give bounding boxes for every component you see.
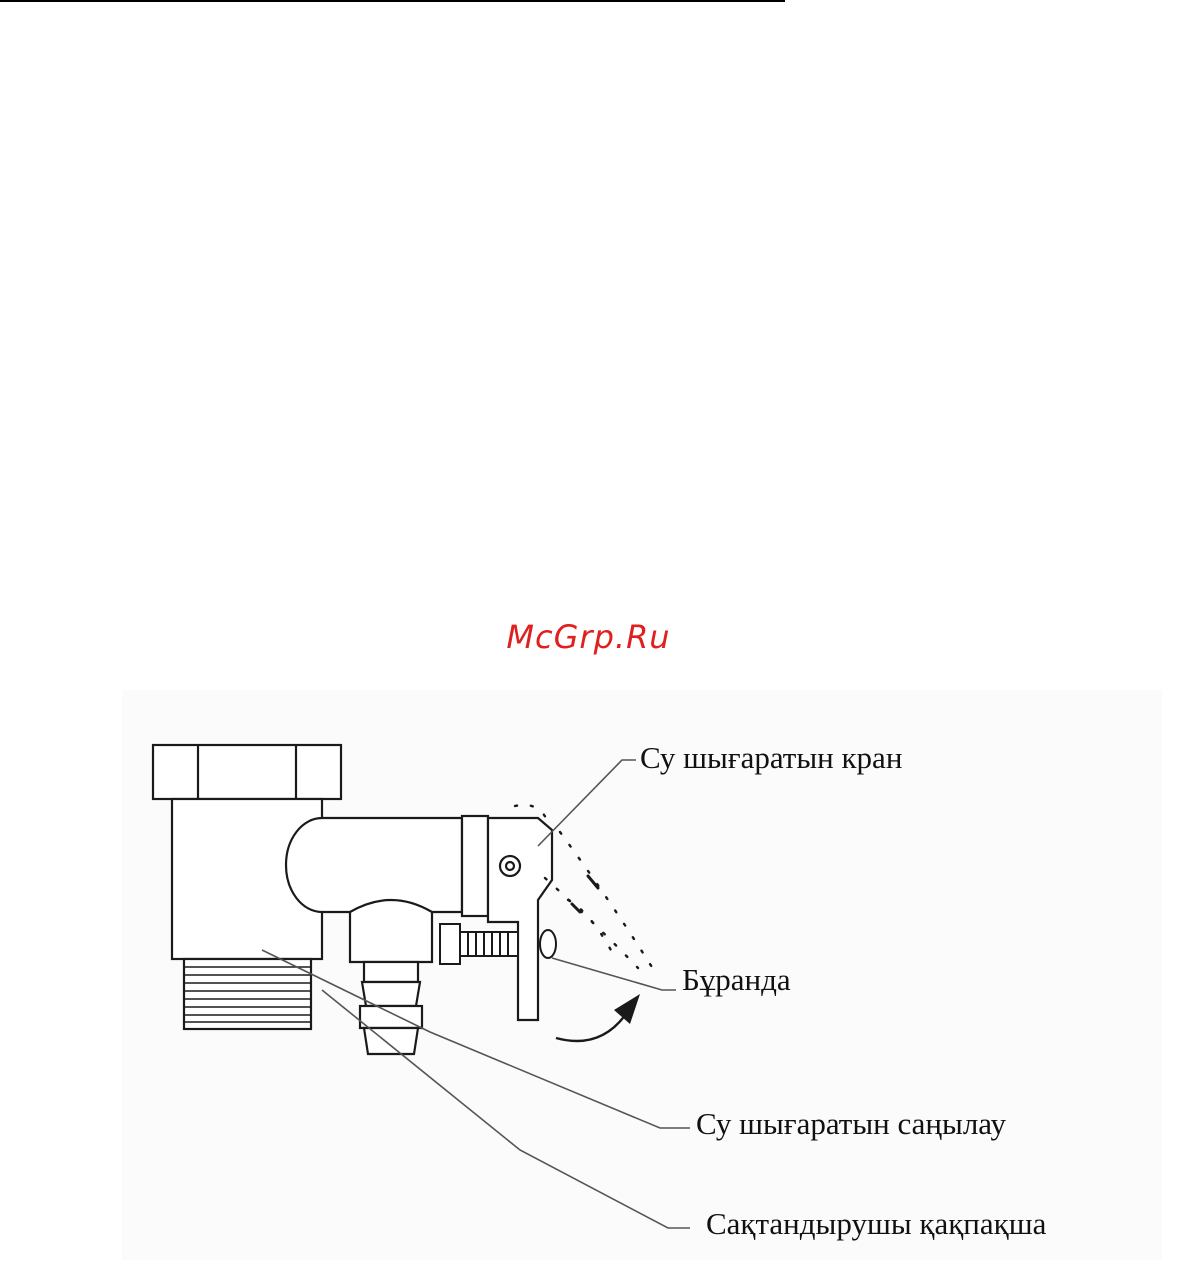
safety-valve-label: Сақтандырушы қақпақша — [706, 1206, 1047, 1241]
drain-hole-label: Су шығаратын саңылау — [696, 1106, 1006, 1141]
drain-tap-label: Су шығаратын кран — [640, 740, 902, 775]
screw-label: Бұранда — [682, 962, 791, 997]
